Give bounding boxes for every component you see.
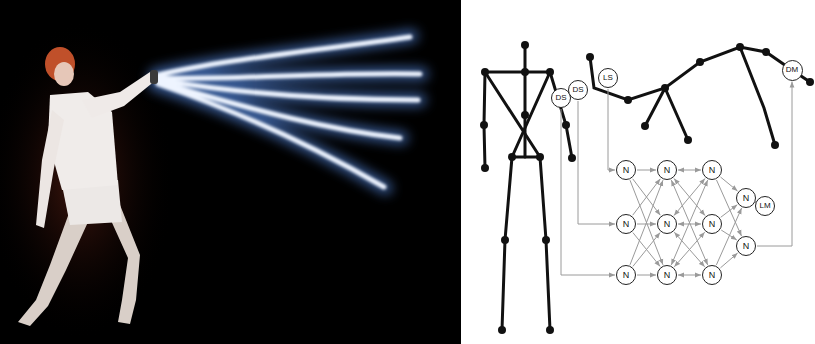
connection-arrow <box>633 233 660 267</box>
node-label: N <box>743 194 750 203</box>
neuron-circle: N <box>702 160 722 180</box>
node-label: N <box>623 220 630 229</box>
neuron-circle: N <box>616 214 636 234</box>
node-label: N <box>709 166 716 175</box>
connection-arrow <box>674 232 704 267</box>
node-label: N <box>664 271 671 280</box>
neuron-circle: N <box>616 160 636 180</box>
connection-arrow <box>721 177 738 191</box>
connection-arrow <box>633 233 660 267</box>
neuron-circle: N <box>702 265 722 285</box>
neuron-circle: N <box>736 236 756 256</box>
connection-arrow <box>578 101 615 224</box>
connection-arrow <box>637 170 656 171</box>
connection-arrow <box>674 232 704 267</box>
node-label: LS <box>603 74 613 82</box>
stick-figure <box>484 45 572 330</box>
neuron-circle: LM <box>755 196 775 216</box>
joint-dots <box>480 41 576 334</box>
neuron-circle: N <box>736 188 756 208</box>
node-label: N <box>709 271 716 280</box>
node-label: N <box>623 166 630 175</box>
node-label: DS <box>555 94 566 102</box>
neuron-circle: N <box>657 265 677 285</box>
connection-arrow <box>608 89 615 170</box>
neuron-circle: N <box>702 214 722 234</box>
connection-arrow <box>678 275 701 276</box>
connection-arrow <box>561 109 615 275</box>
node-label: DS <box>572 86 583 94</box>
neuron-circle: N <box>616 265 636 285</box>
connection-arrow <box>721 230 737 240</box>
node-label: N <box>664 220 671 229</box>
node-label: N <box>664 166 671 175</box>
connection-arrow <box>721 205 738 218</box>
node-label: N <box>743 242 750 251</box>
skeleton-dots <box>586 43 814 149</box>
connection-arrow <box>678 170 701 171</box>
node-label: LM <box>759 202 770 210</box>
dancer <box>18 47 158 326</box>
connection-arrow <box>637 275 656 276</box>
node-label: DM <box>786 66 798 74</box>
light-trails <box>155 36 422 188</box>
connection-arrow <box>720 253 737 268</box>
connection-arrow <box>757 82 792 247</box>
neuron-circle: N <box>657 160 677 180</box>
neuron-circle: N <box>657 214 677 234</box>
output-skeleton <box>590 47 810 145</box>
body-glow <box>0 20 175 340</box>
neuron-circle: LS <box>598 68 618 88</box>
node-label: N <box>623 271 630 280</box>
connection-arrow <box>716 208 741 265</box>
node-label: N <box>709 220 716 229</box>
neuron-circle: DS <box>568 80 588 100</box>
neuron-circle: DM <box>782 60 803 81</box>
